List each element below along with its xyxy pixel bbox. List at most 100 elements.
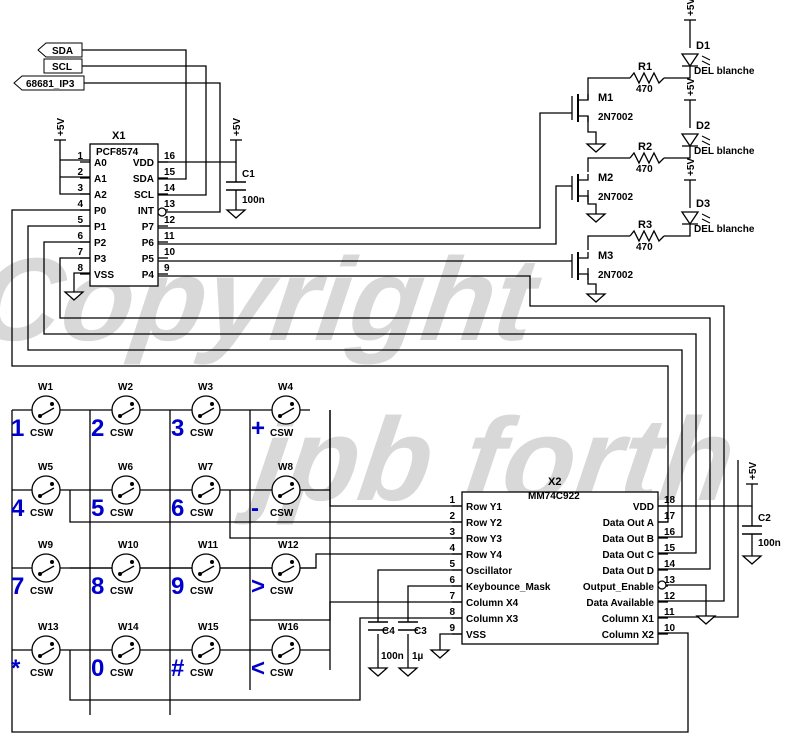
x1-pin-num: 14 — [164, 183, 176, 194]
switch-body — [111, 475, 141, 505]
x2-pin-num: 13 — [664, 575, 676, 586]
switch-body — [111, 553, 141, 583]
x1-pin-num: 3 — [77, 183, 83, 194]
resistor — [629, 71, 665, 85]
mosfet-part: 2N7002 — [598, 112, 633, 123]
x2-pin-name: Row Y4 — [466, 550, 502, 561]
switch-body — [271, 395, 301, 425]
x1-pin-num: 7 — [77, 247, 83, 258]
switch-body — [191, 395, 221, 425]
switch-body — [271, 635, 301, 665]
capacitor-c2: C2 100n — [742, 513, 781, 549]
x1-part: PCF8574 — [96, 147, 139, 158]
supply-symbols: +5V+5V+5V+5V+5V+5V — [54, 0, 759, 485]
switch-ref: W2 — [118, 382, 133, 393]
key-glyph: 6 — [171, 495, 184, 522]
x2-pin-name: Column X2 — [602, 630, 655, 641]
switch-body — [111, 395, 141, 425]
ground-symbol — [585, 143, 607, 153]
capacitor-c4: C4 100n — [368, 621, 404, 662]
led-driver-1 — [587, 20, 691, 144]
net-label-sda-text: SDA — [52, 46, 73, 57]
net-label-scl: SCL — [43, 58, 83, 74]
x1-pin-num: 1 — [77, 151, 83, 162]
switch-type: CSW — [110, 428, 134, 439]
switch-body — [31, 553, 61, 583]
ground-symbol — [585, 293, 607, 303]
x1-pin-num: 15 — [164, 167, 176, 178]
switch-ref: W13 — [38, 622, 59, 633]
switch-type: CSW — [110, 508, 134, 519]
x2-pin-num: 9 — [449, 623, 455, 634]
ground-symbol — [367, 667, 389, 677]
x1-pin-name: P7 — [142, 222, 155, 233]
led-diode — [680, 53, 700, 68]
switch-type: CSW — [270, 586, 294, 597]
mosfet-part: 2N7002 — [598, 270, 633, 281]
x2-pin-num: 7 — [449, 591, 455, 602]
x1-pin-name: P2 — [94, 238, 107, 249]
supply-label: +5V — [686, 78, 697, 96]
x2-pin-name: Column X3 — [466, 614, 519, 625]
capacitor-c1: C1 100n — [226, 169, 265, 206]
supply-label: +5V — [748, 462, 759, 480]
x1-pin-name: P0 — [94, 206, 107, 217]
key-glyph: - — [251, 495, 259, 522]
switch-body — [191, 475, 221, 505]
key-glyph: > — [251, 573, 265, 600]
switch-ref: W16 — [278, 622, 299, 633]
switch-ref: W8 — [278, 462, 293, 473]
x2-pin-num: 17 — [664, 511, 676, 522]
x2-part: MM74C922 — [528, 491, 580, 502]
ground-symbol — [741, 555, 763, 565]
key-switch: W8-CSW — [251, 462, 301, 522]
x2-pin-num: 12 — [664, 591, 676, 602]
key-glyph: 7 — [11, 573, 24, 600]
x1-pin-num: 9 — [164, 263, 170, 274]
x1-pin-num: 13 — [164, 199, 176, 210]
led-ref: D3 — [696, 198, 710, 210]
x2-pin-name: Output_Enable — [583, 582, 655, 593]
x2-pin-name: Keybounce_Mask — [466, 582, 551, 593]
switch-body — [31, 475, 61, 505]
x1-pin-num: 5 — [77, 215, 83, 226]
x2-pin-name: Row Y1 — [466, 502, 502, 513]
switch-type: CSW — [30, 428, 54, 439]
x1-pin-name: A0 — [94, 158, 107, 169]
resistor-ref: R3 — [638, 219, 652, 231]
switch-ref: W7 — [198, 462, 213, 473]
mosfet-ref: M3 — [598, 250, 613, 262]
key-glyph: 3 — [171, 415, 184, 442]
x2-ref: X2 — [548, 476, 561, 488]
x1-pin-num: 11 — [164, 231, 175, 242]
ground-symbol — [225, 209, 247, 219]
key-glyph: # — [171, 655, 184, 682]
switch-type: CSW — [270, 428, 294, 439]
ground-symbol — [397, 667, 419, 677]
resistor — [629, 151, 665, 165]
led-ref: D2 — [696, 120, 710, 132]
led-diode — [680, 211, 700, 226]
resistor-value: 470 — [636, 84, 653, 95]
c3-ref: C3 — [414, 626, 427, 637]
x1-pin-num: 4 — [77, 199, 83, 210]
mosfet-part: 2N7002 — [598, 192, 633, 203]
resistor-ref: R1 — [638, 61, 652, 73]
key-glyph: + — [251, 415, 265, 442]
x2-pin-num: 3 — [449, 527, 455, 538]
x1-pin-name: SDA — [133, 174, 154, 185]
x1-pin-name: INT — [138, 206, 154, 217]
x1-pin-name: P6 — [142, 238, 155, 249]
